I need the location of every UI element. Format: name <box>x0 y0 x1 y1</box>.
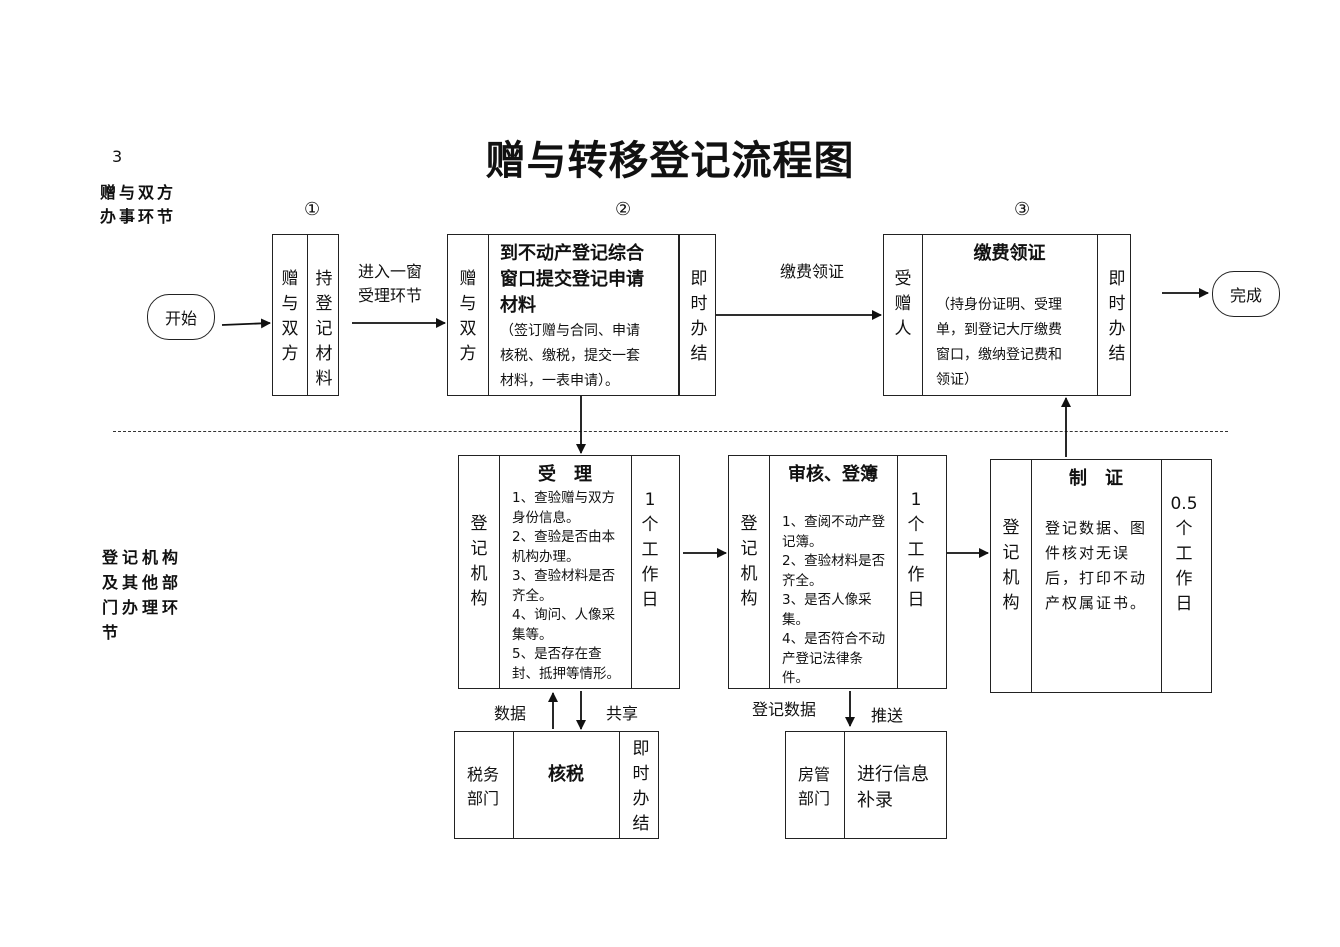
edge-label-data: 数据 <box>494 704 527 723</box>
step3-description: （持身份证明、受理 单，到登记大厅缴费 窗口，缴纳登记费和 领证） <box>936 297 1062 388</box>
step1-box: 赠 与 双 方 持 登 记 材 料 <box>272 234 339 396</box>
issue-duration-label: 0.5 个 工 作 日 <box>1170 494 1198 614</box>
step-number-2: ② <box>615 199 632 220</box>
edge-label-enter-window: 进入一窗 受理环节 <box>358 262 423 305</box>
page-title: 赠与转移登记流程图 <box>485 137 855 184</box>
accept-description: 1、查验赠与双方 身份信息。 2、查验是否由本 机构办理。 3、查验材料是否 齐… <box>512 490 620 682</box>
accept-duration-label: 1 个 工 作 日 <box>641 490 659 610</box>
edge-label-share: 共享 <box>606 704 639 723</box>
step1-party-label: 赠 与 双 方 <box>281 269 299 364</box>
housing-dept-label: 房管 部门 <box>798 765 831 808</box>
tax-title: 核税 <box>548 764 584 785</box>
step2-party-label: 赠 与 双 方 <box>459 269 477 364</box>
tax-dept-label: 税务 部门 <box>467 765 500 808</box>
step3-box: 受 赠 人 缴费领证 （持身份证明、受理 单，到登记大厅缴费 窗口，缴纳登记费和… <box>883 234 1131 396</box>
issue-agency-label: 登 记 机 构 <box>1002 518 1020 613</box>
lane-separator <box>113 431 1228 432</box>
review-description: 1、查阅不动产登 记簿。 2、查验材料是否 齐全。 3、是否人像采 集。 4、是… <box>782 514 886 686</box>
step-number-1: ① <box>304 199 321 220</box>
start-node: 开始 <box>147 294 215 340</box>
lane-label-agencies: 登记机构 及其他部 门办理环 节 <box>102 548 183 642</box>
issue-description: 登记数据、图 件核对无误 后，打印不动 产权属证书。 <box>1045 519 1148 612</box>
tax-box: 税务 部门 核税 即 时 办 结 <box>454 731 659 839</box>
step2-title: 到不动产登记综合 窗口提交登记申请 材料 <box>500 243 644 316</box>
housing-box: 房管 部门 进行信息 补录 <box>785 731 947 839</box>
issue-box: 登 记 机 构 制 证 登记数据、图 件核对无误 后，打印不动 产权属证书。 0… <box>990 459 1212 693</box>
step2-description: （签订赠与合同、申请 核税、缴税，提交一套 材料，一表申请）。 <box>500 323 640 389</box>
review-title: 审核、登簿 <box>788 464 878 485</box>
issue-title: 制 证 <box>1069 468 1123 489</box>
step3-instant-label: 即 时 办 结 <box>1108 269 1126 364</box>
review-agency-label: 登 记 机 构 <box>740 514 758 609</box>
end-node: 完成 <box>1212 271 1280 317</box>
arrow-start-to-step1 <box>221 318 271 329</box>
edge-label-registration-data: 登记数据 <box>752 700 817 719</box>
review-duration-label: 1 个 工 作 日 <box>907 490 925 610</box>
lane-label-applicants: 赠与双方 办事环节 <box>100 183 177 226</box>
accept-title: 受 理 <box>538 464 592 485</box>
step3-recipient-label: 受 赠 人 <box>894 269 912 339</box>
step1-materials-label: 持 登 记 材 料 <box>315 269 333 389</box>
step3-title: 缴费领证 <box>973 243 1046 264</box>
page-number: 3 <box>112 147 123 166</box>
step2-box: 赠 与 双 方 到不动产登记综合 窗口提交登记申请 材料 （签订赠与合同、申请 … <box>447 234 716 396</box>
housing-title: 进行信息 补录 <box>857 764 929 811</box>
step-number-3: ③ <box>1014 199 1031 220</box>
edge-label-pay-fee: 缴费领证 <box>780 262 845 281</box>
accept-box: 登 记 机 构 受 理 1、查验赠与双方 身份信息。 2、查验是否由本 机构办理… <box>458 455 680 689</box>
tax-instant-label: 即 时 办 结 <box>632 739 650 834</box>
review-box: 登 记 机 构 审核、登簿 1、查阅不动产登 记簿。 2、查验材料是否 齐全。 … <box>728 455 947 689</box>
accept-agency-label: 登 记 机 构 <box>470 514 488 609</box>
edge-label-push: 推送 <box>871 706 904 725</box>
step2-instant-label: 即 时 办 结 <box>690 269 708 364</box>
